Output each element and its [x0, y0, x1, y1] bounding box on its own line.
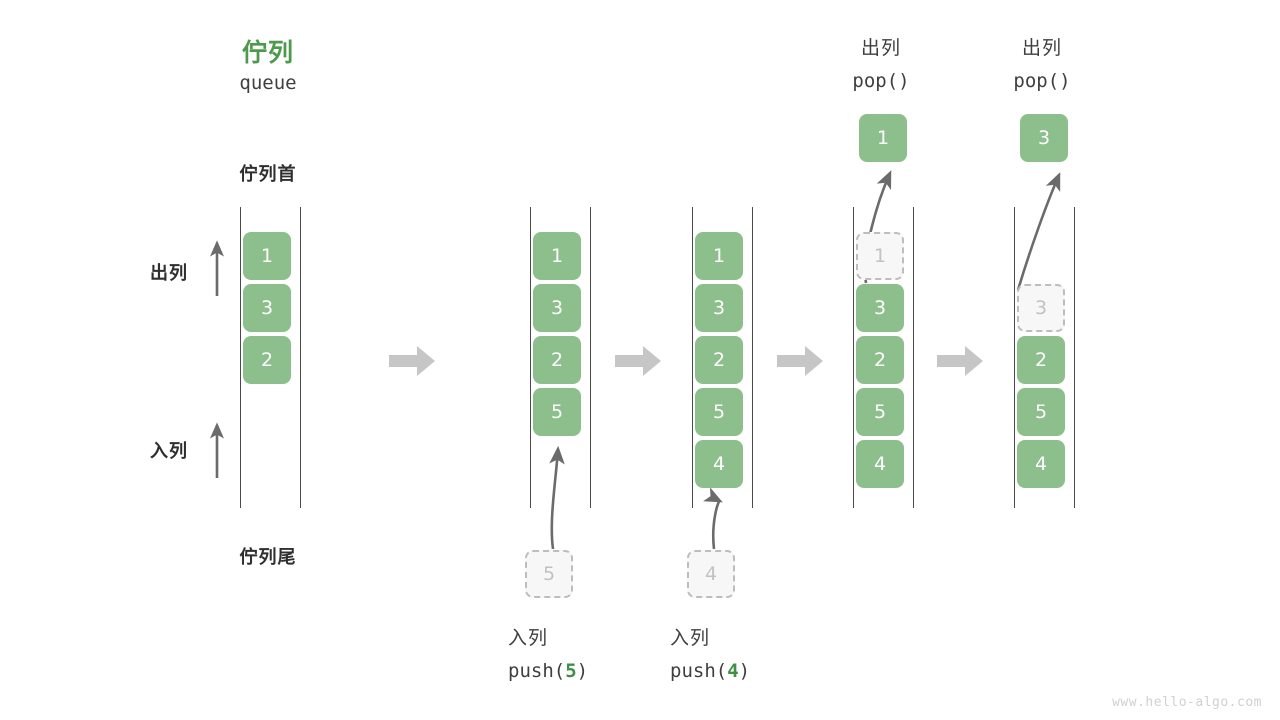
queue-element: 5 — [856, 388, 904, 436]
queue-element: 1 — [695, 232, 743, 280]
column-push-5-caption-code: push(5) — [508, 660, 589, 682]
dequeue-label: 出列 — [150, 263, 188, 284]
column-push-5-caption: 入列 — [508, 627, 549, 649]
flow-arrow-1 — [387, 344, 437, 382]
queue-rear-label: 佇列尾 — [239, 547, 297, 568]
queue-rail — [590, 207, 591, 508]
queue-element: 2 — [695, 336, 743, 384]
watermark: www.hello-algo.com — [1112, 695, 1262, 710]
queue-element: 5 — [695, 388, 743, 436]
queue-rail — [752, 207, 753, 508]
queue-element-ghost: 3 — [1017, 284, 1065, 332]
queue-element: 1 — [533, 232, 581, 280]
flow-arrow-2 — [613, 344, 663, 382]
queue-element: 5 — [533, 388, 581, 436]
queue-element: 4 — [695, 440, 743, 488]
queue-element-ghost: 1 — [856, 232, 904, 280]
queue-rail — [240, 207, 241, 508]
column-pop-1-op-label: 出列 — [860, 37, 901, 59]
column-pop-3-op-label: 出列 — [1021, 37, 1062, 59]
column-push-4-caption-code: push(4) — [670, 660, 751, 682]
queue-element: 2 — [856, 336, 904, 384]
popped-element: 1 — [859, 114, 907, 162]
queue-element: 3 — [695, 284, 743, 332]
flow-arrow-4 — [935, 344, 985, 382]
pop-3-arrow — [1016, 172, 1061, 291]
caption-code-arg: 5 — [565, 660, 577, 682]
pending-element-ghost: 4 — [687, 550, 735, 598]
flow-arrow-3 — [775, 344, 825, 382]
queue-element: 4 — [856, 440, 904, 488]
caption-code-arg: 4 — [727, 660, 739, 682]
queue-rail — [1074, 207, 1075, 508]
queue-rail — [692, 207, 693, 508]
page-title: 佇列 — [241, 38, 294, 67]
column-push-4-caption: 入列 — [670, 627, 711, 649]
queue-rail — [300, 207, 301, 508]
column-pop-1-op-code: pop() — [852, 70, 910, 92]
queue-element: 2 — [533, 336, 581, 384]
column-pop-3-op-code: pop() — [1013, 70, 1071, 92]
queue-rail — [1014, 207, 1015, 508]
queue-element: 3 — [243, 284, 291, 332]
queue-element: 3 — [856, 284, 904, 332]
queue-rail — [530, 207, 531, 508]
queue-element: 2 — [243, 336, 291, 384]
page-title-code: queue — [239, 72, 297, 94]
push-4-arrow — [703, 487, 723, 550]
queue-element: 1 — [243, 232, 291, 280]
queue-element: 2 — [1017, 336, 1065, 384]
popped-element: 3 — [1020, 114, 1068, 162]
pending-element-ghost: 5 — [525, 550, 573, 598]
queue-element: 5 — [1017, 388, 1065, 436]
queue-front-label: 佇列首 — [239, 164, 297, 185]
queue-rail — [913, 207, 914, 508]
queue-element: 4 — [1017, 440, 1065, 488]
enqueue-label: 入列 — [150, 441, 188, 462]
queue-element: 3 — [533, 284, 581, 332]
push-5-arrow — [549, 445, 565, 550]
queue-rail — [853, 207, 854, 508]
